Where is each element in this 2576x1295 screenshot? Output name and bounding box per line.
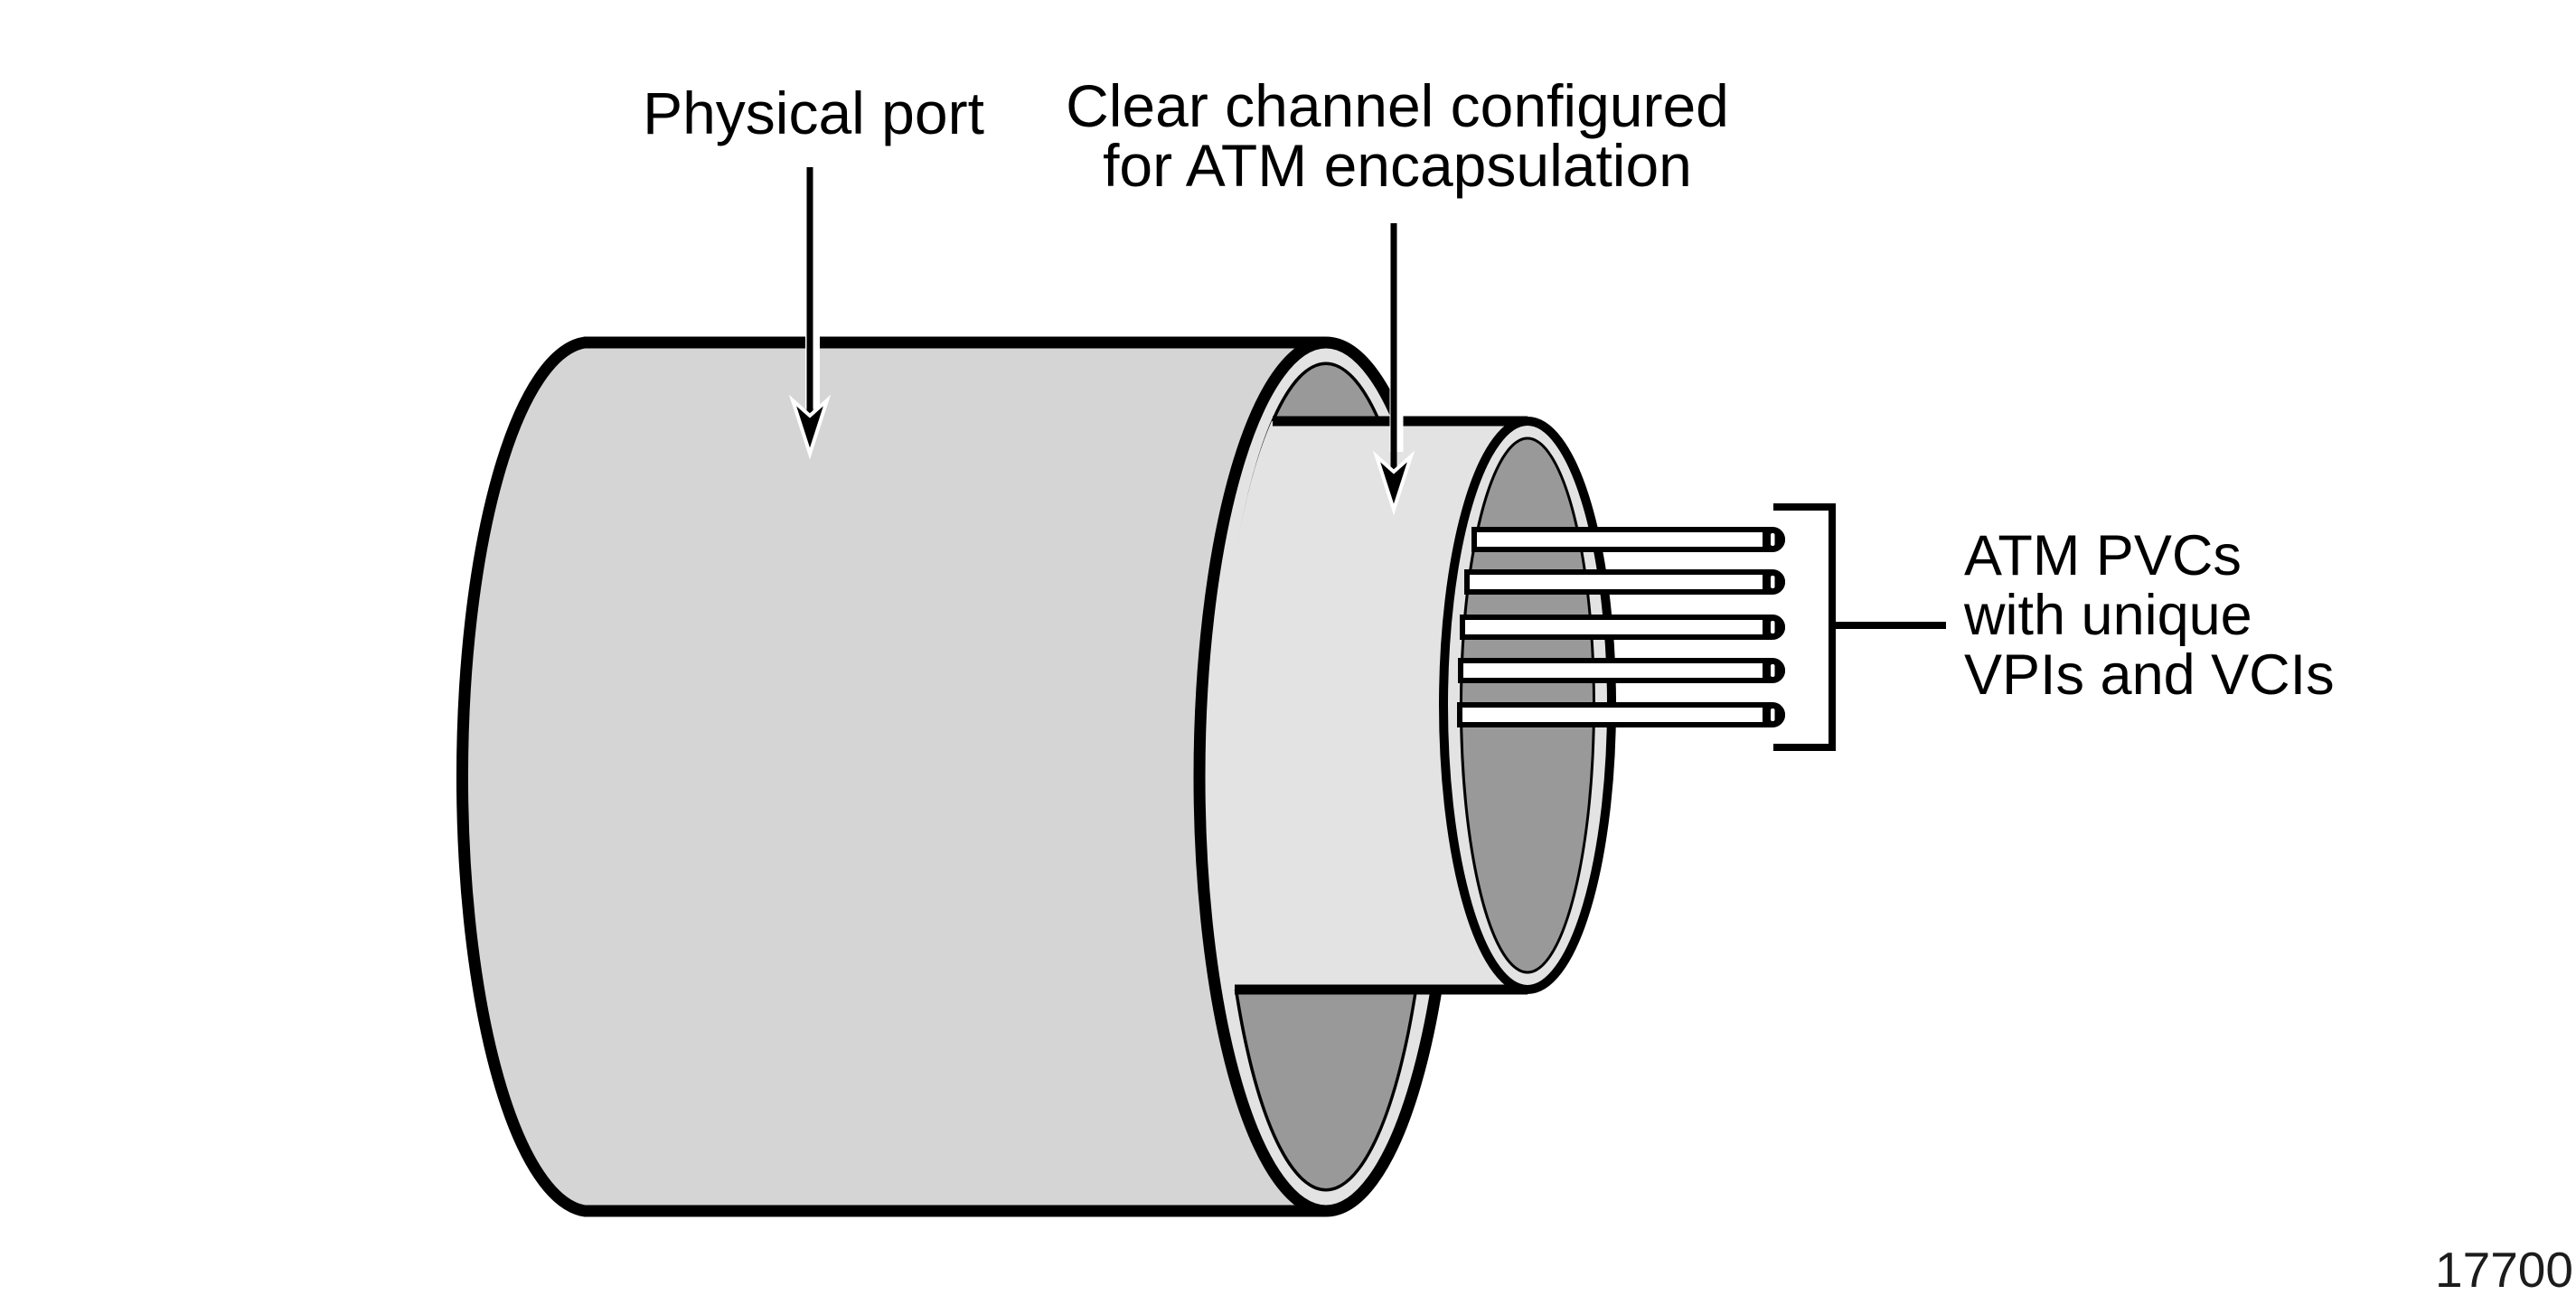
clear-channel-label: Clear channel configured for ATM encapsu…: [1066, 72, 1729, 199]
pvc-wire: [1471, 527, 1786, 552]
pvc-wire: [1460, 615, 1786, 640]
pvc-wire-cap-highlight: [1771, 576, 1775, 588]
atm-pvcs-label: ATM PVCs with unique VPIs and VCIs: [1964, 524, 2335, 707]
pvc-wire-cap-highlight: [1771, 708, 1775, 721]
clear-channel-arrow: [1372, 223, 1415, 516]
pvc-wire-cap-highlight: [1771, 533, 1775, 546]
pvc-wire: [1464, 569, 1786, 595]
arrow-head: [788, 394, 832, 460]
bracket-shape: [1773, 503, 1836, 751]
pvc-bracket: [1773, 503, 1946, 751]
outer-cylinder-body: [462, 343, 1326, 1211]
pvc-wire: [1457, 702, 1786, 727]
pvc-wire-cap-highlight: [1771, 621, 1775, 633]
pvc-wire: [1458, 658, 1786, 683]
arrow-head: [1372, 450, 1415, 516]
pvc-wires: [1457, 527, 1786, 727]
physical-port-label: Physical port: [643, 80, 984, 146]
pvc-wire-cap-highlight: [1771, 664, 1775, 677]
physical-port-arrow: [788, 167, 832, 460]
outer-cylinder-outline: [456, 336, 1326, 1217]
figure-number: 17700: [2435, 1242, 2573, 1295]
